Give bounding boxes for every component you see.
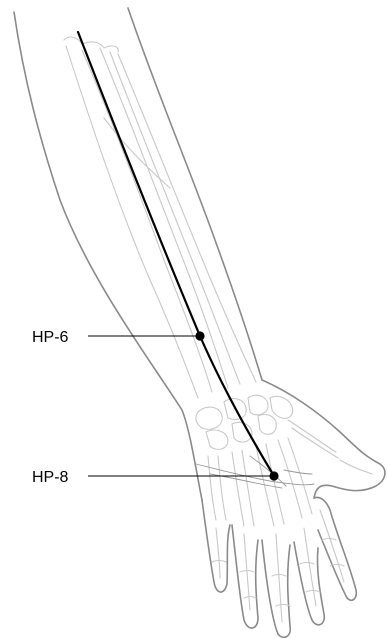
hp6-marker [195,331,204,340]
hp6-label: HP-6 [32,329,69,346]
hp8-marker [269,471,278,480]
arm-outline [14,8,385,637]
acupoint-hp8: HP-8 [32,469,279,486]
meridian-line [78,32,274,476]
hp8-label: HP-8 [32,469,69,486]
forearm-bones [82,48,256,392]
acupoint-hp6: HP-6 [32,329,205,346]
humerus-bone [64,37,198,398]
